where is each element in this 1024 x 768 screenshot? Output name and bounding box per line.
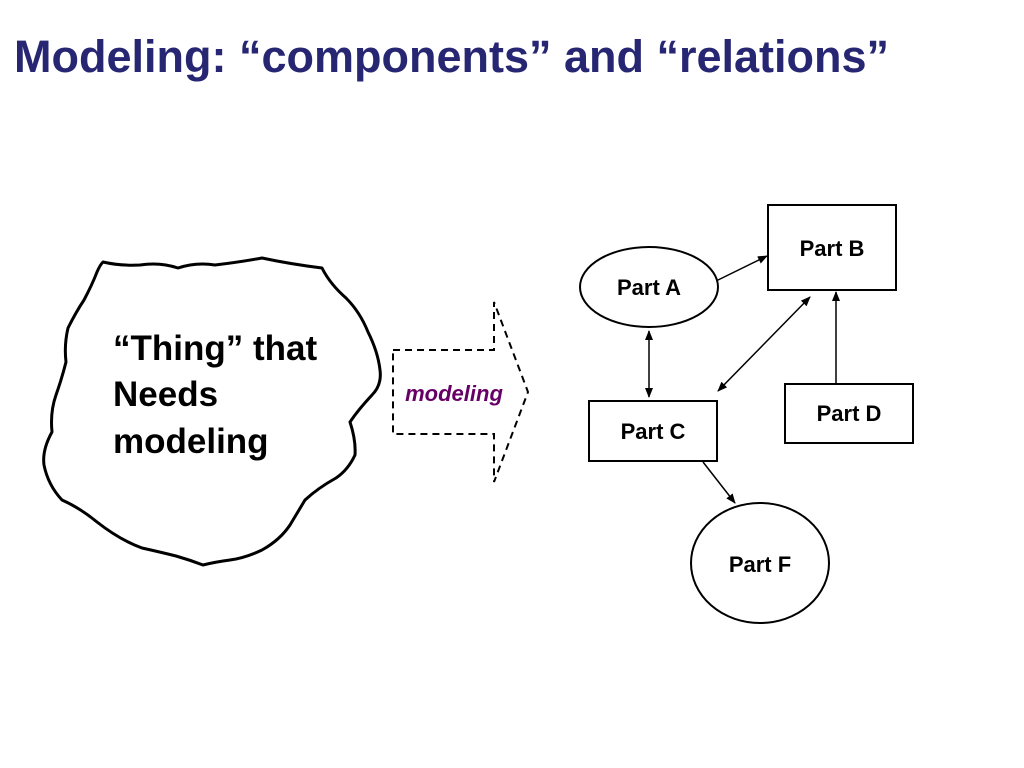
relation-c-to-f <box>702 461 736 504</box>
part-a-label: Part A <box>617 275 681 300</box>
part-f: Part F <box>690 502 830 624</box>
thing-line-2: Needs <box>113 375 218 414</box>
thing-label: “Thing” that Needs modeling <box>113 329 327 461</box>
blob-outline <box>42 256 382 567</box>
part-d-label: Part D <box>817 401 882 426</box>
part-c-box <box>588 400 718 462</box>
relation-a-to-b <box>715 255 768 282</box>
part-c-label: Part C <box>621 419 686 444</box>
thing-line-3: modeling <box>113 422 269 461</box>
part-f-label: Part F <box>729 552 791 577</box>
modeling-arrow-label: modeling <box>405 381 503 406</box>
thing-blob: “Thing” that Needs modeling <box>42 256 382 567</box>
part-b-label: Part B <box>800 236 865 261</box>
part-d: Part D <box>784 383 914 444</box>
modeling-arrow: modeling <box>392 301 530 483</box>
part-a-ellipse <box>579 246 719 328</box>
slide-title: Modeling: “components” and “relations” <box>14 31 890 82</box>
relations <box>645 255 840 504</box>
part-b: Part B <box>767 204 897 291</box>
modeling-arrow-outline <box>392 301 530 483</box>
part-f-ellipse <box>690 502 830 624</box>
relation-c-b <box>717 296 811 392</box>
part-c: Part C <box>588 400 718 462</box>
part-d-box <box>784 383 914 444</box>
part-a: Part A <box>579 246 719 328</box>
thing-line-1: “Thing” that <box>113 329 317 368</box>
part-b-box <box>767 204 897 291</box>
